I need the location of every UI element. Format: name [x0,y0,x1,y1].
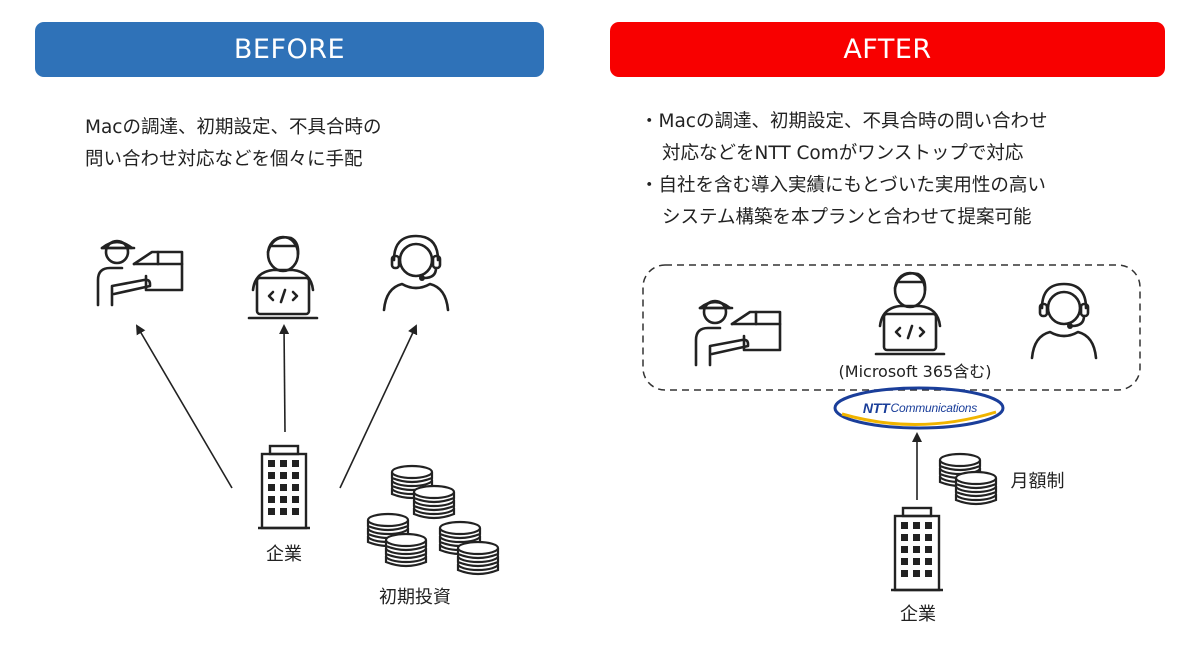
before-description: Macの調達、初期設定、不具合時の 問い合わせ対応などを個々に手配 [85,112,515,176]
ms365-note: (Microsoft 365含む) [838,362,992,381]
delivery-person-icon [694,299,782,367]
after-header: AFTER [610,22,1165,77]
after-company-label: 企業 [900,604,936,625]
office-building-icon [256,444,312,530]
after-bullet: ・自社を含む導入実績にもとづいた実用性の高い システム構築を本プランと合わせて提… [640,170,1160,234]
developer-laptop-icon [874,271,946,356]
before-company-label: 企業 [266,544,302,565]
support-headset-icon [382,234,450,312]
before-description-line: 問い合わせ対応などを個々に手配 [85,149,363,170]
ntt-logo-swoosh [833,386,1005,430]
support-headset-icon [1030,282,1098,360]
developer-laptop-icon [247,235,319,320]
before-description-line: Macの調達、初期設定、不具合時の [85,117,382,138]
ntt-communications-logo: NTT Communications [835,388,1005,428]
after-description: ・Macの調達、初期設定、不具合時の問い合わせ 対応などをNTT Comがワンス… [640,106,1160,234]
ntt-logo-text: NTT Communications [835,388,1005,428]
after-bullet-line: システム構築を本プランと合わせて提案可能 [662,207,1032,228]
before-header: BEFORE [35,22,544,77]
coin-stack-icon [366,464,500,576]
arrow-to-delivery [135,324,233,489]
coin-stack-icon [938,452,998,506]
after-bullet: ・Macの調達、初期設定、不具合時の問い合わせ 対応などをNTT Comがワンス… [640,106,1160,170]
arrow-to-support [339,324,418,489]
after-bullet-line: ・Macの調達、初期設定、不具合時の問い合わせ [640,111,1048,132]
arrow-to-developer [279,324,290,433]
initial-investment-label: 初期投資 [379,587,451,608]
monthly-label: 月額制 [1010,471,1065,492]
ntt-logo-mark: NTT [862,400,890,416]
office-building-icon [889,506,945,592]
after-bullet-line: ・自社を含む導入実績にもとづいた実用性の高い [640,175,1046,196]
after-bullet-line: 対応などをNTT Comがワンストップで対応 [662,143,1024,164]
delivery-person-icon [96,239,184,307]
ntt-logo-word: Communications [890,401,978,415]
